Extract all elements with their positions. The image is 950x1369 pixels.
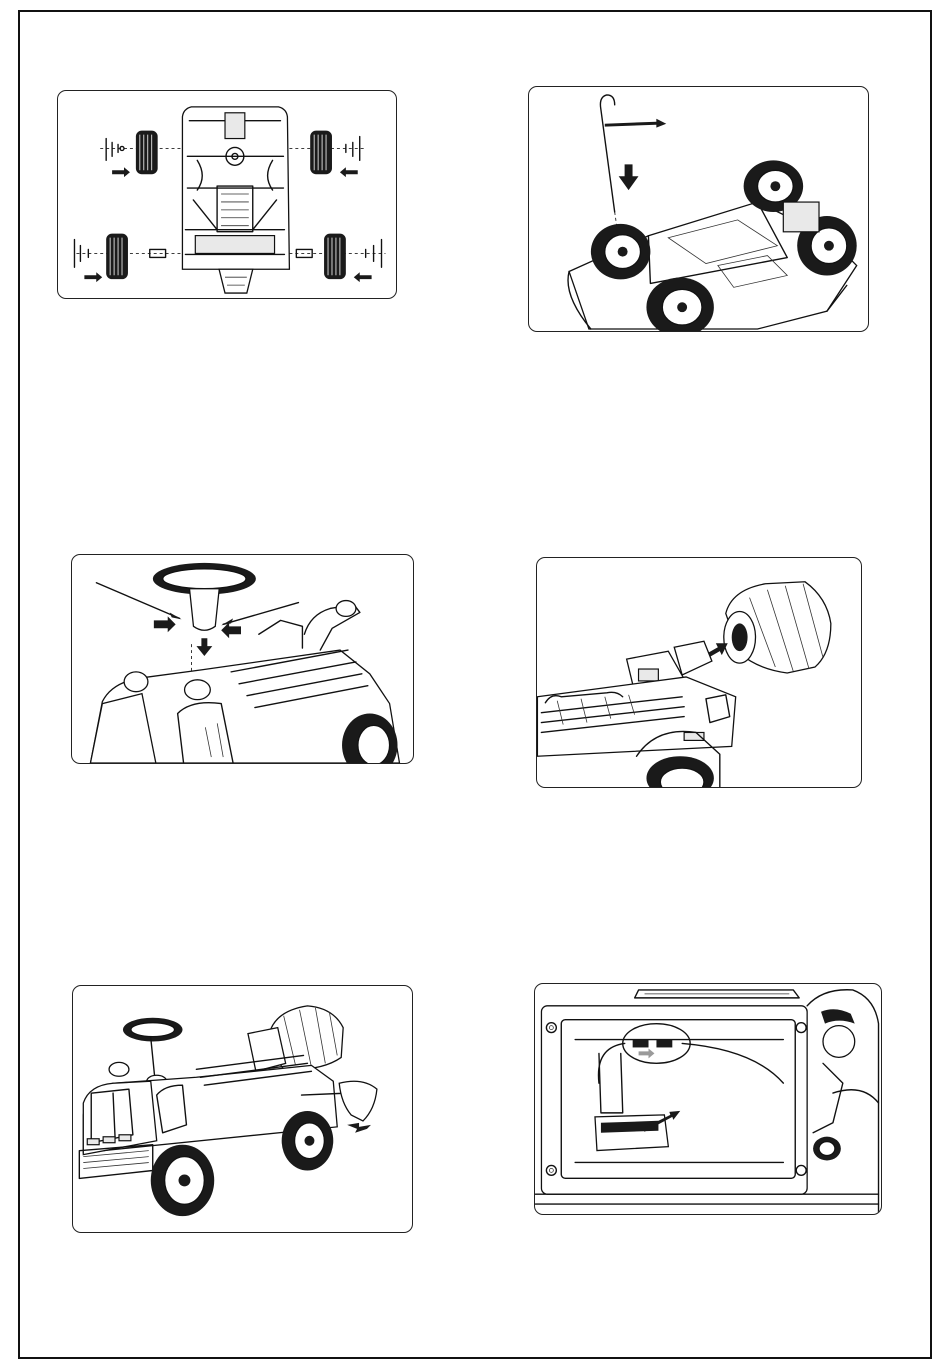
figure-steering-wheel <box>71 554 414 764</box>
figure-mixer-drum <box>536 557 862 788</box>
wheel-assembly-illustration <box>58 91 396 298</box>
figure-complete-truck <box>72 985 413 1233</box>
complete-truck-illustration <box>73 986 412 1232</box>
wheel-front-left <box>591 224 651 280</box>
figure-push-handle <box>528 86 869 332</box>
mixer-drum-illustration <box>537 558 861 787</box>
figure-wheel-assembly <box>57 90 397 299</box>
push-handle-illustration <box>529 87 868 331</box>
battery-connector-illustration <box>535 984 881 1214</box>
figure-battery-connector <box>534 983 882 1215</box>
steering-wheel-illustration <box>72 555 413 763</box>
